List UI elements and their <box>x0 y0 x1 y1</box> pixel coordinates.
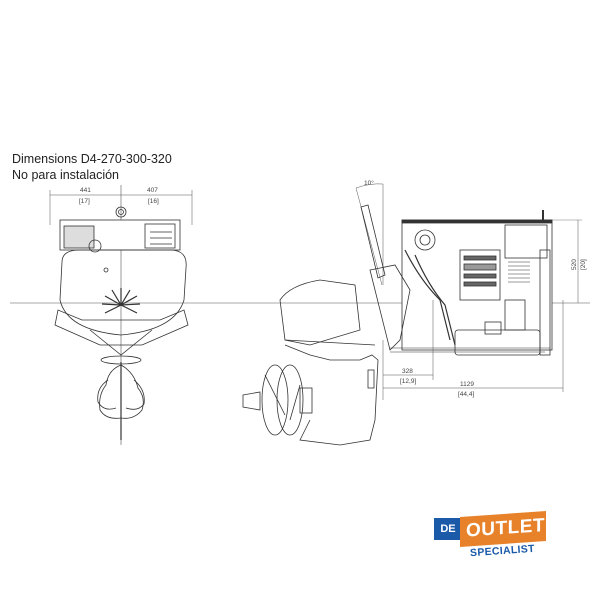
title-line-1: Dimensions D4-270-300-320 <box>12 152 172 166</box>
diagram-title: Dimensions D4-270-300-320 No para instal… <box>12 151 172 183</box>
logo-outlet: OUTLET <box>460 510 546 548</box>
side-dim-long-mm: 1129 <box>460 381 474 388</box>
side-view: 10° 520 [20] <box>242 179 587 446</box>
logo-de: DE <box>434 518 462 540</box>
title-line-2: No para instalación <box>12 168 120 182</box>
outlet-specialist-logo: DE OUTLET SPECIALIST <box>434 510 584 562</box>
side-dim-short-mm: 328 <box>402 368 413 375</box>
front-dim-left-in: [17] <box>79 198 90 205</box>
front-dim-right-in: [16] <box>148 198 159 205</box>
tilt-angle-label: 10° <box>364 179 374 187</box>
side-dim-height-mm: 520 <box>571 259 578 270</box>
front-dim-right-mm: 407 <box>147 187 158 194</box>
side-dim-height-in: [20] <box>580 259 587 270</box>
front-view: 441 [17] 407 [16] <box>49 185 193 445</box>
front-dim-left-mm: 441 <box>80 187 91 194</box>
side-dim-long-in: [44,4] <box>458 391 474 398</box>
side-dim-short-in: [12,9] <box>400 378 416 385</box>
